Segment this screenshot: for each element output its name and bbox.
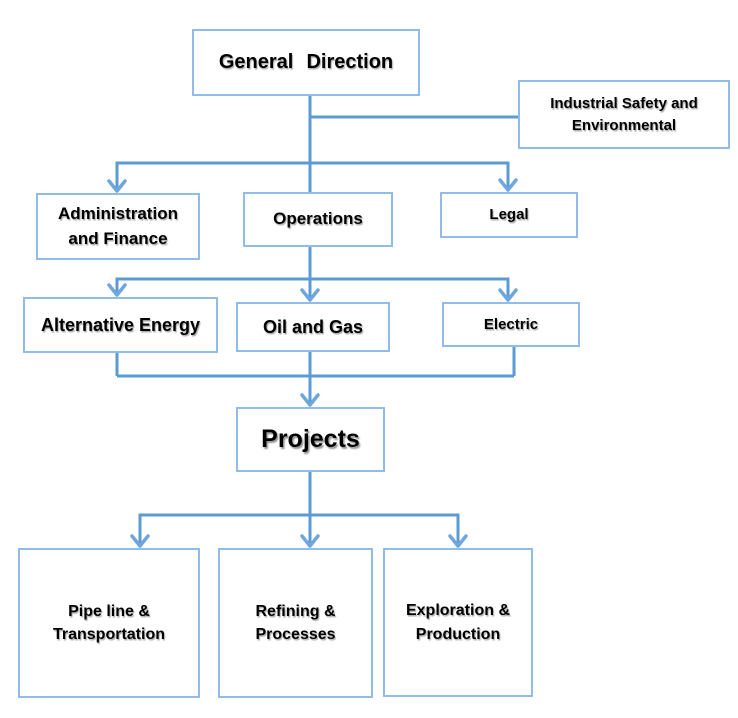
arrowhead-projects xyxy=(300,393,320,407)
node-pipeline-transportation: Pipe line & Transportation xyxy=(18,548,200,698)
arrowhead-alternative-energy xyxy=(107,283,127,297)
node-electric: Electric xyxy=(442,302,580,347)
node-general-direction: General Direction xyxy=(192,29,420,96)
node-industrial-safety: Industrial Safety and Environmental xyxy=(518,80,730,149)
node-operations: Operations xyxy=(243,192,393,247)
node-exploration-production-label: Exploration & Production xyxy=(405,602,510,643)
node-exploration-production: Exploration & Production xyxy=(383,548,533,697)
node-operations-label: Operations xyxy=(273,209,363,229)
edge-operations-to-altenergy-electric xyxy=(115,277,510,300)
node-legal: Legal xyxy=(440,192,578,238)
node-oil-and-gas-label: Oil and Gas xyxy=(262,316,364,337)
node-administration-finance-label: Administration and Finance xyxy=(58,203,178,248)
node-refining-processes: Refining & Processes xyxy=(218,548,373,698)
edge-general-to-admin-legal xyxy=(115,161,510,191)
arrowhead-administration xyxy=(107,179,127,193)
node-legal-label: Legal xyxy=(489,206,529,224)
node-projects-label: Projects xyxy=(261,425,360,454)
arrowhead-legal xyxy=(498,178,518,192)
arrowhead-electric xyxy=(498,288,518,302)
arrowhead-refining xyxy=(300,534,320,548)
node-general-direction-label: General Direction xyxy=(218,51,394,73)
arrowhead-exploration xyxy=(448,534,468,548)
node-industrial-safety-label: Industrial Safety and Environmental xyxy=(550,94,698,134)
node-administration-finance: Administration and Finance xyxy=(36,193,200,260)
node-refining-processes-label: Refining & Processes xyxy=(255,602,336,643)
node-projects: Projects xyxy=(236,407,385,472)
node-pipeline-transportation-label: Pipe line & Transportation xyxy=(52,602,165,643)
node-oil-and-gas: Oil and Gas xyxy=(236,302,390,352)
node-alternative-energy-label: Alternative Energy xyxy=(40,314,201,335)
arrowhead-oil-and-gas xyxy=(300,288,320,302)
arrowhead-pipeline xyxy=(130,534,150,548)
node-electric-label: Electric xyxy=(483,315,539,333)
edge-projects-to-bottom-row xyxy=(138,513,460,546)
node-alternative-energy: Alternative Energy xyxy=(23,297,218,353)
